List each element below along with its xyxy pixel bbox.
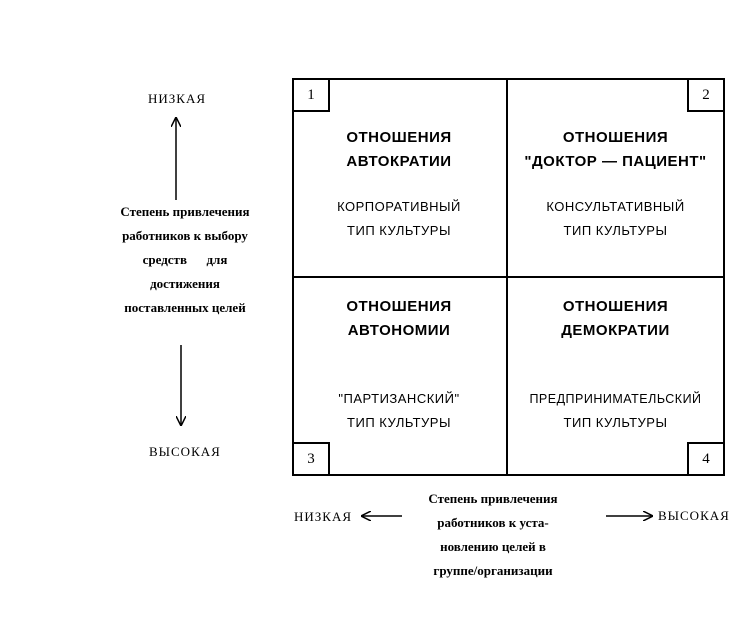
quadrant-2: ОТНОШЕНИЯ "ДОКТОР — ПАЦИЕНТ" КОНСУЛЬТАТИ… [508, 126, 723, 243]
quadrant-3-culture-line: "ПАРТИЗАНСКИЙ" [338, 391, 460, 406]
quadrant-3-relation-line: АВТОНОМИИ [347, 322, 451, 339]
quadrant-1: ОТНОШЕНИЯ АВТОКРАТИИ КОРПОРАТИВНЫЙ ТИП К… [294, 126, 504, 243]
quadrant-2-culture-line: ТИП КУЛЬТУРЫ [563, 223, 668, 238]
vertical-axis-top-label: НИЗКАЯ [148, 91, 207, 106]
quadrant-1-culture-line: ТИП КУЛЬТУРЫ [347, 223, 451, 238]
quadrant-1-culture-line: КОРПОРАТИВНЫЙ [337, 199, 461, 214]
quadrant-3-relation-line: ОТНОШЕНИЯ [346, 298, 452, 315]
vertical-axis-description-line: поставленных целей [124, 300, 246, 315]
horizontal-axis-description-line: работников к уста- [437, 515, 549, 530]
grid-horizontal-divider [294, 276, 723, 278]
quadrant-4-culture-line: ПРЕДПРИНИМАТЕЛЬСКИЙ [529, 392, 702, 406]
quadrant-4-relation-line: ОТНОШЕНИЯ [562, 298, 669, 315]
horizontal-axis-description: Степень привлечения работников к уста- н… [404, 487, 582, 583]
horizontal-axis-description-line: Степень привлечения [428, 491, 558, 506]
quadrant-1-relation-line: АВТОКРАТИИ [346, 153, 452, 170]
horizontal-axis-description-line: новлению целей в [440, 539, 546, 554]
vertical-axis-description-line: достижения [150, 276, 220, 291]
quadrant-1-relation-line: ОТНОШЕНИЯ [346, 129, 452, 146]
quadrant-1-number: 1 [292, 78, 330, 112]
horizontal-axis-left-label: НИЗКАЯ [294, 509, 353, 524]
quadrant-2-number: 2 [687, 78, 725, 112]
vertical-axis-description-line: средств для [142, 252, 228, 267]
horizontal-axis-right-label: ВЫСОКАЯ [658, 508, 730, 523]
vertical-axis-bottom-label: ВЫСОКАЯ [149, 444, 221, 459]
quadrant-2-relation-line: "ДОКТОР — ПАЦИЕНТ" [524, 153, 707, 170]
quadrant-2-culture-line: КОНСУЛЬТАТИВНЫЙ [546, 199, 685, 214]
vertical-axis-description-line: работников к выбору [122, 228, 248, 243]
quadrant-4-relation-line: ДЕМОКРАТИИ [561, 322, 670, 339]
vertical-axis-description: Степень привлечения работников к выбору … [94, 200, 276, 320]
quadrant-3: ОТНОШЕНИЯ АВТОНОМИИ "ПАРТИЗАНСКИЙ" ТИП К… [294, 295, 504, 435]
quadrant-3-number: 3 [292, 442, 330, 476]
vertical-axis-description-line: Степень привлечения [120, 204, 250, 219]
horizontal-axis-description-line: группе/организации [433, 563, 553, 578]
culture-matrix: 1 ОТНОШЕНИЯ АВТОКРАТИИ КОРПОРАТИВНЫЙ ТИП… [292, 78, 725, 476]
quadrant-3-culture-line: ТИП КУЛЬТУРЫ [347, 415, 451, 430]
quadrant-4-culture-line: ТИП КУЛЬТУРЫ [563, 415, 668, 430]
quadrant-4: ОТНОШЕНИЯ ДЕМОКРАТИИ ПРЕДПРИНИМАТЕЛЬСКИЙ… [508, 295, 723, 435]
quadrant-2-relation-line: ОТНОШЕНИЯ [562, 129, 669, 146]
quadrant-4-number: 4 [687, 442, 725, 476]
